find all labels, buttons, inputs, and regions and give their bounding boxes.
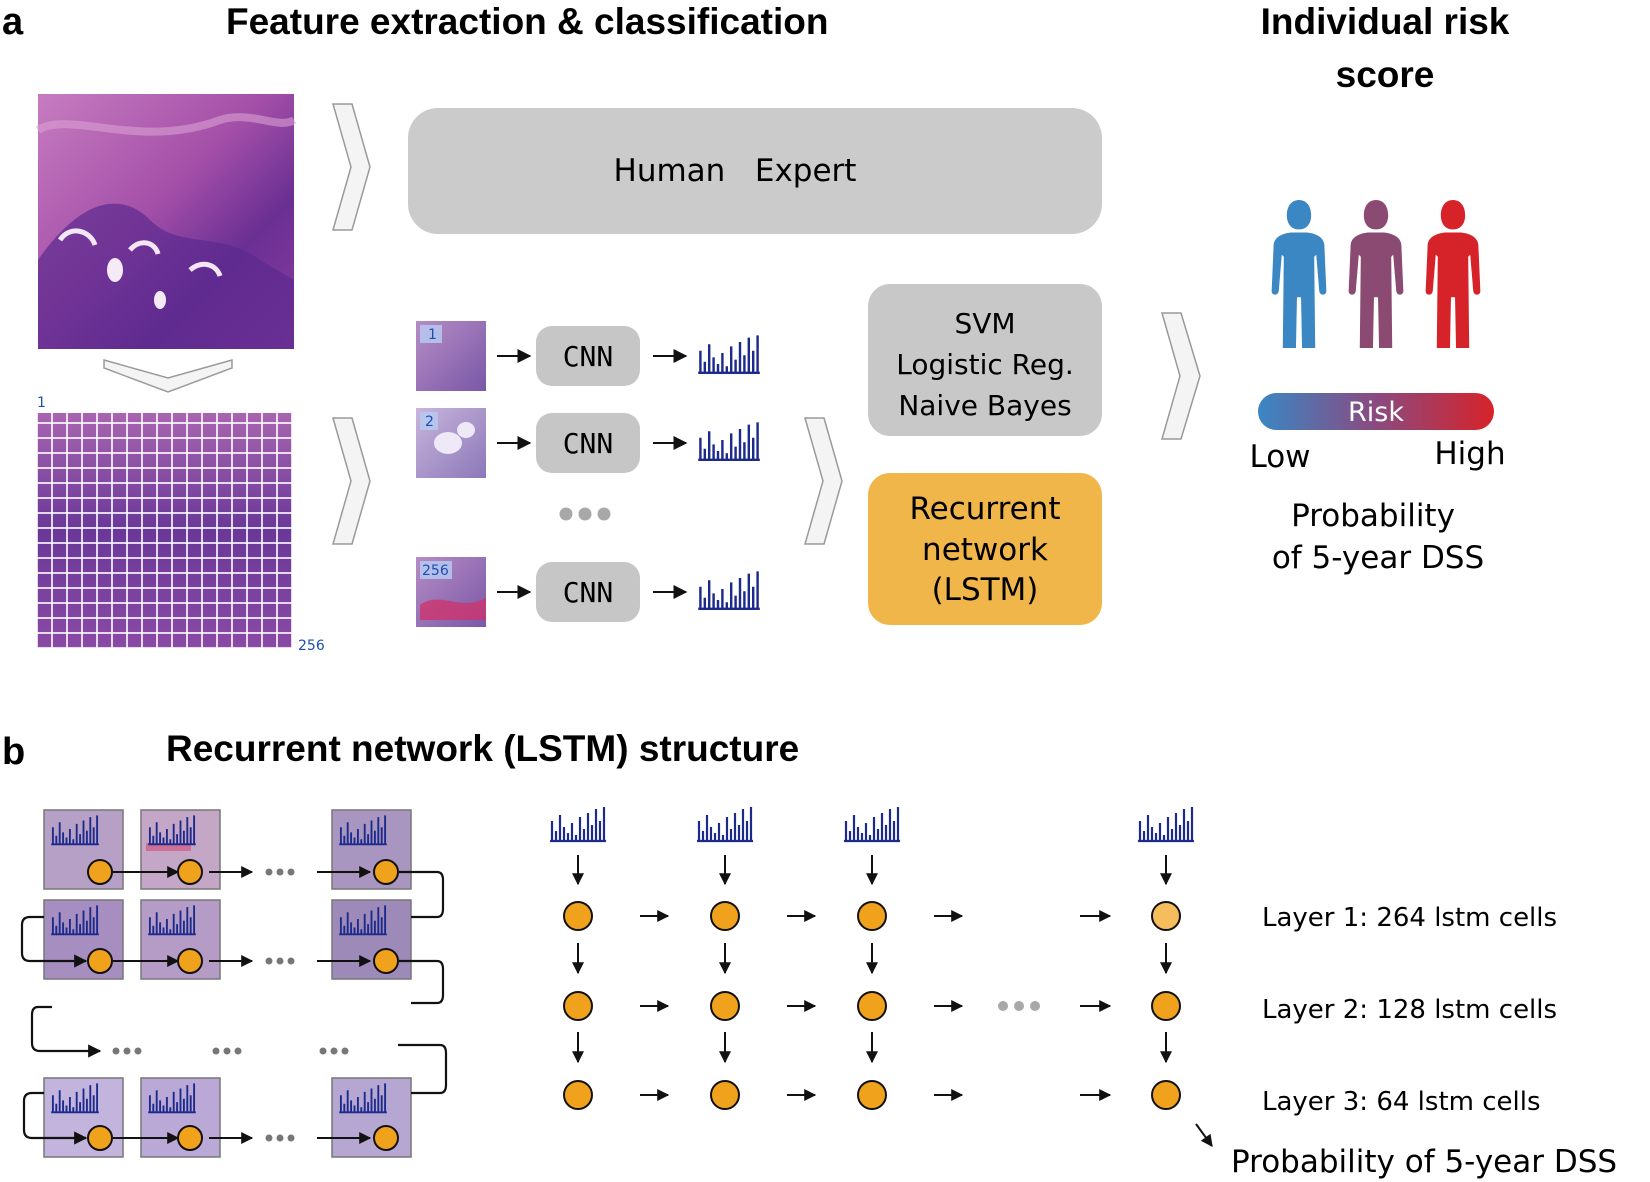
panel-a-letter: a [2, 1, 24, 43]
classifier-logistic: Logistic Reg. [896, 348, 1074, 381]
chevron-right-icon [332, 103, 371, 231]
chevron-right-icon [332, 417, 371, 545]
tile-grid-image [37, 413, 292, 648]
probability-line2: of 5-year DSS [1272, 540, 1484, 576]
grid-last-label: 256 [298, 638, 325, 654]
chevron-right-icon [804, 417, 843, 545]
person-high-risk-icon [1425, 200, 1481, 348]
output-probability-label: Probability of 5-year DSS [1231, 1144, 1617, 1180]
layer-3-label: Layer 3: 64 lstm cells [1262, 1087, 1541, 1117]
feature-vector-icon [695, 805, 755, 843]
person-mid-risk-icon [1348, 200, 1404, 348]
cnn-box [536, 562, 640, 622]
risk-title-line1: Individual risk [1261, 1, 1510, 42]
human-expert-box [408, 108, 1102, 234]
classifier-svm: SVM [954, 307, 1015, 340]
person-low-risk-icon [1271, 200, 1327, 348]
risk-gradient-bar [1258, 393, 1494, 430]
cnn-label: CNN [563, 427, 614, 460]
risk-high-label: High [1434, 436, 1505, 472]
feature-vector-icon [696, 334, 762, 375]
feature-vector-icon [696, 421, 762, 462]
cnn-box [536, 326, 640, 386]
risk-title-line2: score [1336, 54, 1435, 95]
tile-number: 256 [422, 563, 449, 579]
cnn-label: CNN [563, 576, 614, 609]
cnn-box [536, 413, 640, 473]
risk-low-label: Low [1249, 439, 1310, 475]
panel-b-letter: b [2, 731, 25, 773]
classic-classifiers-box [868, 284, 1102, 436]
rnn-label-line3: (LSTM) [932, 572, 1039, 608]
human-expert-label: Human Expert [614, 153, 857, 189]
ellipsis-dots [559, 507, 611, 521]
feature-vector-icon [548, 805, 608, 843]
risk-bar-label: Risk [1348, 397, 1404, 428]
tissue-slide-image [35, 94, 297, 349]
feature-vector-icon [1136, 805, 1196, 843]
panel-a-title: Feature extraction & classification [226, 1, 828, 42]
tile-row: 1 CNN [416, 321, 762, 391]
probability-line1: Probability [1291, 498, 1455, 534]
rnn-box [868, 473, 1102, 625]
tile-row: 2 CNN [416, 408, 762, 478]
tile-number: 2 [425, 414, 434, 430]
feature-vector-icon [696, 570, 762, 611]
tile-number: 1 [428, 327, 437, 343]
lstm-network-diagram [548, 805, 1213, 1147]
cnn-label: CNN [563, 340, 614, 373]
feature-vector-icon [842, 805, 902, 843]
classifier-naive-bayes: Naive Bayes [898, 389, 1071, 422]
chevron-right-icon [1161, 312, 1201, 440]
grid-first-label: 1 [37, 395, 46, 411]
rnn-label-line2: network [922, 532, 1048, 568]
tile-sequence-diagram [20, 809, 448, 1158]
rnn-label-line1: Recurrent [909, 491, 1060, 527]
tile-row: 256 CNN [416, 557, 762, 627]
chevron-down-icon [103, 359, 233, 393]
layer-2-label: Layer 2: 128 lstm cells [1262, 995, 1557, 1025]
layer-1-label: Layer 1: 264 lstm cells [1262, 903, 1557, 933]
panel-b-title: Recurrent network (LSTM) structure [166, 728, 799, 769]
